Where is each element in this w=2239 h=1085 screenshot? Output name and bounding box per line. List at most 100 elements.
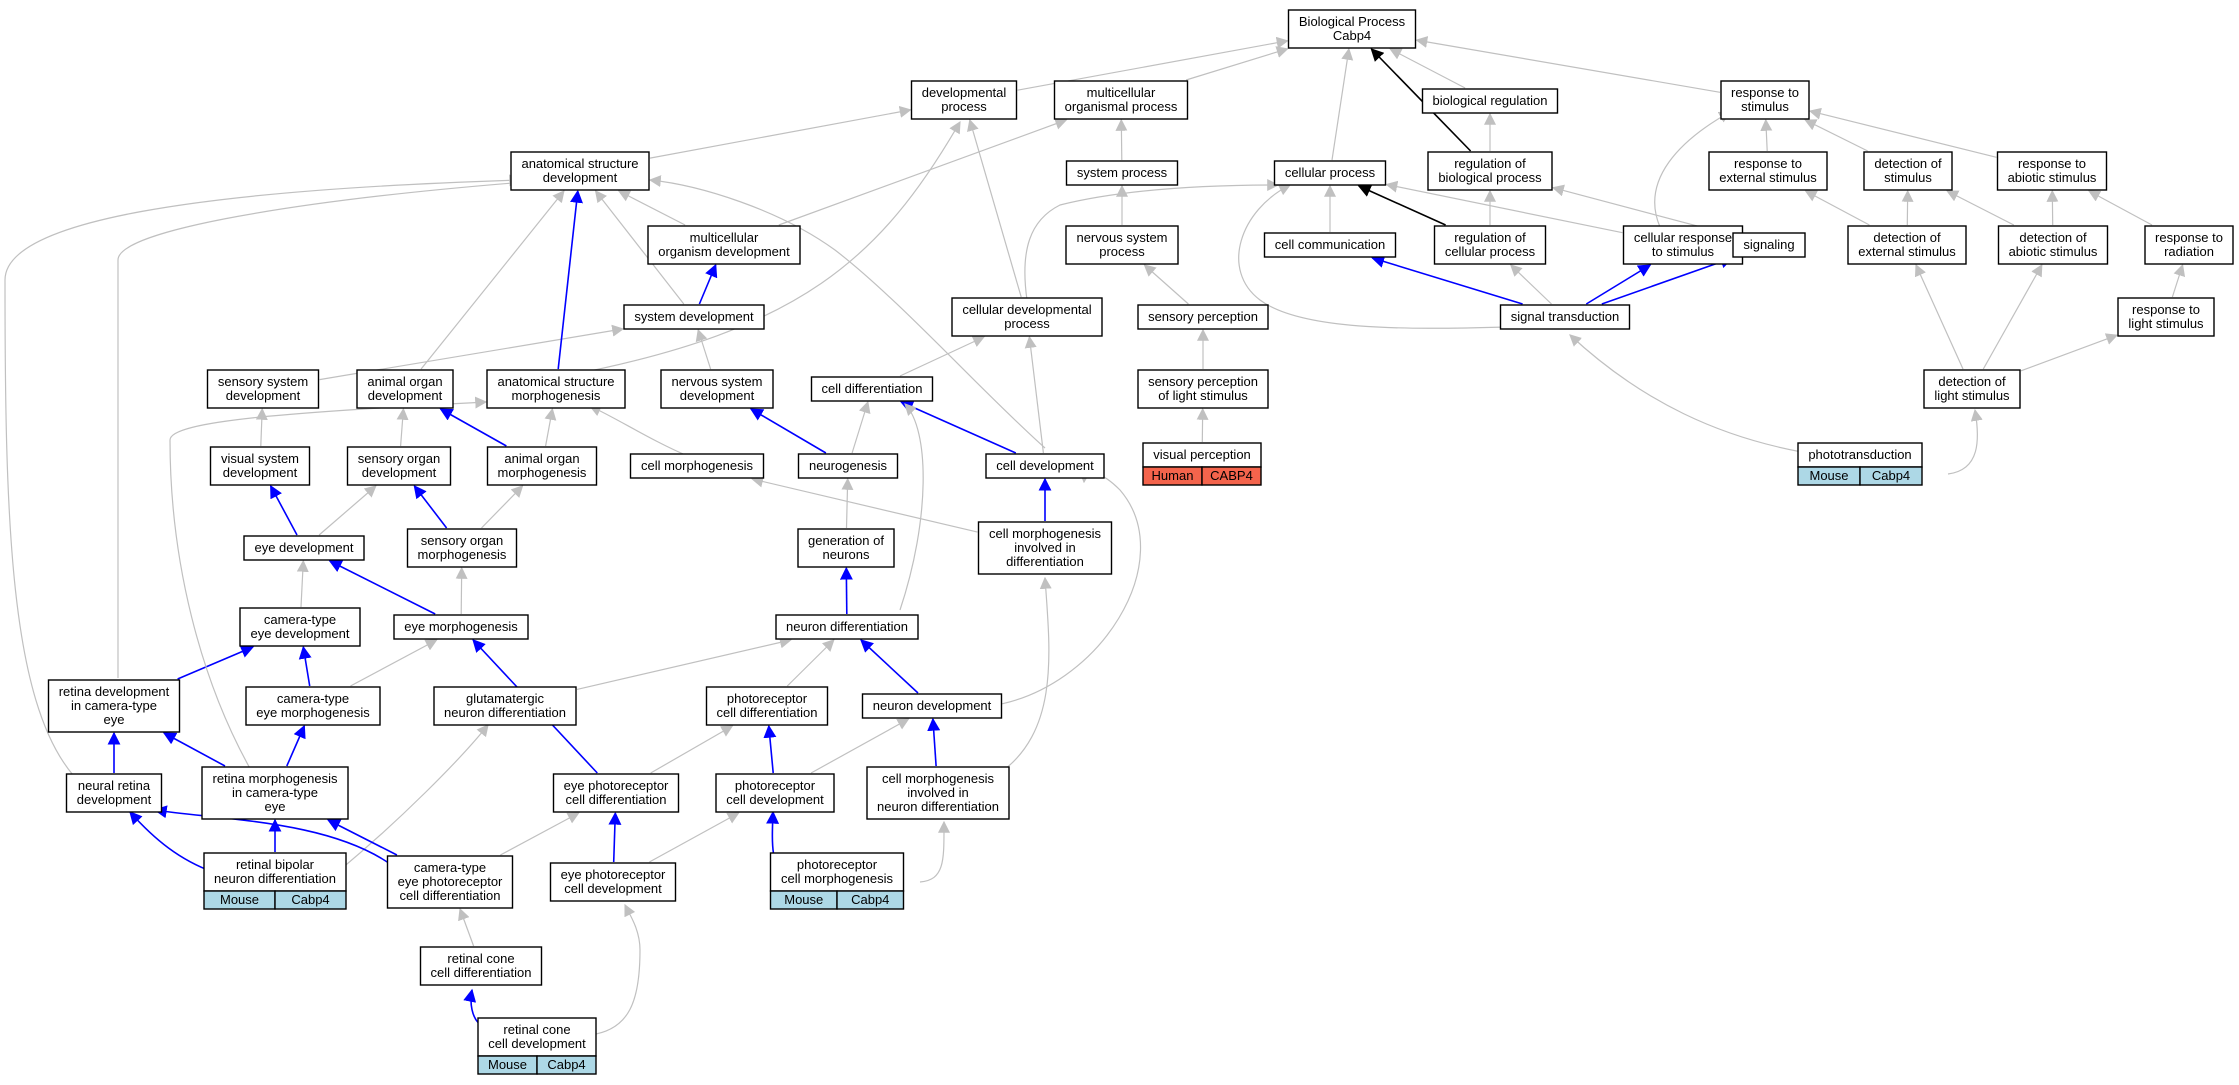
term-node-neuron-dev[interactable]: neuron development xyxy=(861,693,1003,719)
term-node-eye-dev[interactable]: eye development xyxy=(243,535,365,561)
edge-is-a-ret_cone_dev-to-eye_photo_dev xyxy=(589,903,641,1036)
term-label: cell communication xyxy=(1275,237,1386,252)
term-label: anatomical structure xyxy=(521,156,638,171)
term-box xyxy=(486,369,626,409)
term-label: cell differentiation xyxy=(431,965,532,980)
term-node-sys-proc[interactable]: system process xyxy=(1065,160,1179,186)
term-label: neuron differentiation xyxy=(786,619,908,634)
edges-layer xyxy=(4,36,2186,1036)
term-label: retina development xyxy=(59,684,170,699)
term-box xyxy=(1847,225,1967,265)
term-label: neuron differentiation xyxy=(214,871,336,886)
term-node-cell-diff[interactable]: cell differentiation xyxy=(810,376,934,402)
term-node-bio-reg[interactable]: biological regulation xyxy=(1421,88,1559,114)
term-box xyxy=(1053,80,1189,120)
term-label: sensory system xyxy=(218,374,308,389)
term-box xyxy=(201,766,349,820)
term-label: eye xyxy=(104,712,125,727)
term-label: response to xyxy=(2155,230,2223,245)
term-label: nervous system xyxy=(1076,230,1167,245)
edge-is-a-sys_dev-to-anat_dev xyxy=(594,190,685,305)
term-box xyxy=(1287,9,1417,49)
term-node-sig-trans[interactable]: signal transduction xyxy=(1499,304,1631,330)
term-node-sens-perc[interactable]: sensory perception xyxy=(1137,304,1269,330)
edge-is-a-cam_eye_morph-to-eye_morph xyxy=(350,639,438,687)
term-node-neurogenesis[interactable]: neurogenesis xyxy=(797,453,899,479)
edge-is-a-eye_dev-to-sens_organ_dev xyxy=(318,485,377,536)
term-node-cell-proc[interactable]: cellular process xyxy=(1273,160,1387,186)
edge-is-a-det_light-to-det_ext xyxy=(1914,263,1964,370)
term-label: cell morphogenesis xyxy=(882,771,995,786)
edge-part-of-retina_morph-to-cam_eye_morph xyxy=(286,724,306,767)
edge-part-of-cm_neuron_diff-to-neuron_dev xyxy=(927,717,941,767)
term-node-sys-dev[interactable]: system development xyxy=(623,304,765,330)
edge-is-a-cam_eye_dev-to-eye_dev xyxy=(296,559,309,608)
term-box xyxy=(1421,88,1559,114)
term-node-eye-morph[interactable]: eye morphogenesis xyxy=(393,614,529,640)
term-node-neuron-diff[interactable]: neuron differentiation xyxy=(775,614,919,640)
edge-part-of-neuron_diff-to-gen_neurons xyxy=(839,566,853,615)
term-label: visual system xyxy=(221,451,299,466)
edge-part-of-anat_morph-to-anat_dev xyxy=(557,189,583,370)
term-label: external stimulus xyxy=(1719,170,1817,185)
term-node-cell-dev[interactable]: cell development xyxy=(985,453,1105,479)
term-node-cell-morph[interactable]: cell morphogenesis xyxy=(629,453,765,479)
term-node-cell-comm[interactable]: cell communication xyxy=(1263,232,1397,258)
edge-is-a-cell_morph-to-anat_morph xyxy=(588,405,691,458)
term-label: retinal cone xyxy=(447,951,514,966)
edge-is-a-retina_dev-to-anat_dev xyxy=(117,176,527,678)
term-box xyxy=(406,528,518,568)
term-label: to stimulus xyxy=(1652,244,1715,259)
term-node-signaling[interactable]: signaling xyxy=(1732,232,1806,258)
term-label: eye development xyxy=(254,540,353,555)
